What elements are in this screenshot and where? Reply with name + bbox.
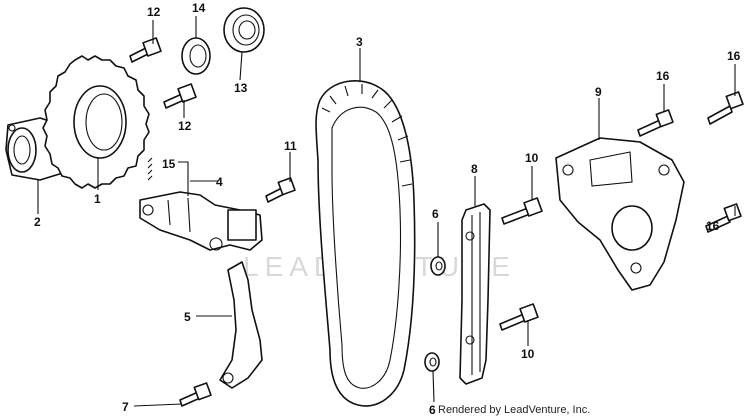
part-9-plate [555, 137, 685, 291]
part-11-bolt [265, 177, 296, 203]
callout-12-upper: 12 [147, 5, 161, 19]
callout-10-lower: 10 [521, 347, 535, 361]
callout-11: 11 [284, 139, 297, 153]
callout-labels: 12 14 13 12 1 2 3 4 15 5 7 11 6 6 8 10 1… [34, 1, 741, 417]
callout-12-lower: 12 [178, 119, 192, 133]
leader-lines [37, 16, 736, 407]
part-7-bolt [179, 382, 212, 407]
part-15-spring [147, 157, 153, 181]
part-16-bolt-b [707, 91, 744, 125]
part-16-bolt-c [705, 203, 742, 233]
callout-10-upper: 10 [525, 151, 539, 165]
part-5-guide [219, 261, 263, 389]
part-1-sprocket [42, 55, 150, 189]
callout-7: 7 [122, 400, 129, 414]
part-16-bolt-a [637, 109, 674, 137]
callout-9: 9 [595, 85, 602, 99]
callout-15: 15 [162, 157, 176, 171]
callout-14: 14 [192, 1, 206, 15]
callout-3: 3 [356, 35, 363, 49]
part-13-seal [223, 7, 265, 53]
callout-8: 8 [471, 162, 478, 176]
part-10-bolt-upper [501, 197, 543, 225]
part-12-bolt-lower [163, 83, 197, 109]
part-6-washer-lower [424, 352, 440, 372]
callout-13: 13 [234, 81, 248, 95]
part-6-washer-upper [430, 256, 446, 276]
callout-6-upper: 6 [432, 207, 439, 221]
part-4-tensioner [139, 191, 263, 251]
part-8-slider [459, 203, 491, 385]
part-3-chain [315, 80, 416, 407]
part-12-bolt-upper [129, 37, 162, 63]
callout-16-b: 16 [727, 49, 741, 63]
callout-16-a: 16 [656, 69, 670, 83]
callout-2: 2 [34, 215, 41, 229]
callout-5: 5 [184, 310, 191, 324]
part-14-ring [181, 37, 211, 75]
callout-1: 1 [94, 192, 101, 206]
callout-4: 4 [216, 175, 223, 189]
callout-6-lower: 6 [429, 403, 436, 417]
part-10-bolt-lower [499, 303, 539, 331]
callout-16-c: 16 [706, 219, 720, 233]
credit-text: Rendered by LeadVenture, Inc. [438, 404, 590, 416]
